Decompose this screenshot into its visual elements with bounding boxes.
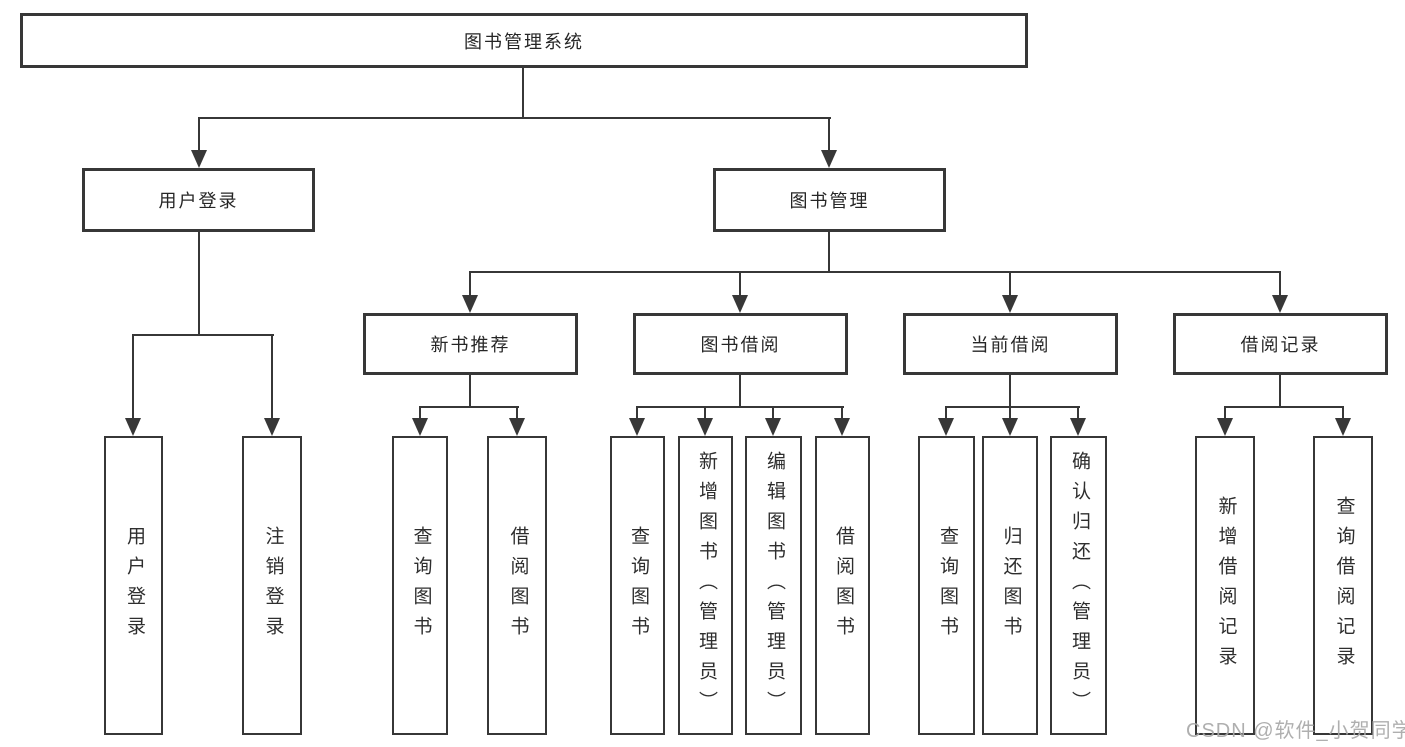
diagram-leaf-borrow-books: 借阅图书: [487, 436, 547, 735]
arrow-to-query-books-1: [412, 407, 428, 436]
diagram-leaf-query-borrow-record: 查询借阅记录: [1313, 436, 1373, 735]
connector-current-borrow-stem: [1009, 375, 1011, 408]
node-label: 归还图书: [1000, 525, 1022, 646]
arrow-to-user-login-leaf: [125, 335, 141, 436]
arrow-to-book-management: [821, 118, 837, 168]
node-label: 查询图书: [410, 525, 432, 646]
arrow-to-current-borrow: [1002, 272, 1018, 313]
connector-root-branch: [198, 117, 831, 119]
connector-borrow-records-branch: [1224, 406, 1344, 408]
arrow-to-add-borrow-record: [1217, 407, 1233, 436]
diagram-node-new-book-recommend: 新书推荐: [363, 313, 578, 375]
node-label: 编辑图书（管理员）: [763, 450, 785, 721]
node-label: 新书推荐: [430, 335, 511, 355]
node-label: 图书借阅: [700, 335, 781, 355]
diagram-leaf-query-books: 查询图书: [392, 436, 448, 735]
diagram-leaf-query-books-3: 查询图书: [918, 436, 975, 735]
diagram-node-borrow-records: 借阅记录: [1173, 313, 1388, 375]
diagram-leaf-user-login: 用户登录: [104, 436, 163, 735]
node-label: 用户登录: [123, 525, 145, 646]
arrow-to-new-book-recommend: [462, 272, 478, 313]
arrow-to-edit-books: [765, 407, 781, 436]
diagram-node-book-borrow: 图书借阅: [633, 313, 848, 375]
connector-new-book-branch: [419, 406, 519, 408]
connector-book-borrow-branch: [636, 406, 844, 408]
connector-current-borrow-branch: [945, 406, 1080, 408]
node-label: 新增借阅记录: [1215, 495, 1237, 676]
arrow-to-user-login: [191, 118, 207, 168]
node-label: 查询图书: [936, 525, 958, 646]
arrow-to-borrow-records: [1272, 272, 1288, 313]
node-label: 借阅图书: [507, 525, 529, 646]
connector-book-management-stem: [828, 232, 830, 272]
node-label: 查询图书: [627, 525, 649, 646]
diagram-leaf-logout: 注销登录: [242, 436, 302, 735]
node-label: 查询借阅记录: [1333, 495, 1355, 676]
diagram-node-root: 图书管理系统: [20, 13, 1028, 68]
connector-book-borrow-stem: [739, 375, 741, 408]
arrow-to-borrow-books-1: [509, 407, 525, 436]
node-label: 借阅记录: [1240, 335, 1321, 355]
diagram-node-user-login: 用户登录: [82, 168, 315, 232]
diagram-leaf-query-books-2: 查询图书: [610, 436, 665, 735]
diagram-leaf-borrow-books-2: 借阅图书: [815, 436, 870, 735]
diagram-leaf-add-books-admin: 新增图书（管理员）: [678, 436, 733, 735]
diagram-node-current-borrow: 当前借阅: [903, 313, 1118, 375]
arrow-to-return-books: [1002, 407, 1018, 436]
arrow-to-confirm-return: [1070, 407, 1086, 436]
diagram-leaf-return-books: 归还图书: [982, 436, 1038, 735]
connector-user-login-stem: [198, 232, 200, 335]
arrow-to-book-borrow: [732, 272, 748, 313]
diagram-node-book-management: 图书管理: [713, 168, 946, 232]
node-label: 注销登录: [262, 525, 284, 646]
node-label: 用户登录: [158, 191, 239, 211]
arrow-to-add-books: [697, 407, 713, 436]
arrow-to-logout-leaf: [264, 335, 280, 436]
csdn-watermark: CSDN @软件_小贺同学: [1186, 720, 1405, 742]
connector-borrow-records-stem: [1279, 375, 1281, 408]
arrow-to-borrow-books-2: [834, 407, 850, 436]
connector-new-book-stem: [469, 375, 471, 408]
connector-root-trunk: [522, 68, 524, 118]
connector-book-management-branch: [469, 271, 1281, 273]
node-label: 确认归还（管理员）: [1068, 450, 1090, 721]
arrow-to-query-borrow-record: [1335, 407, 1351, 436]
arrow-to-query-books-3: [938, 407, 954, 436]
node-label: 新增图书（管理员）: [695, 450, 717, 721]
diagram-leaf-edit-books-admin: 编辑图书（管理员）: [745, 436, 802, 735]
node-label: 借阅图书: [832, 525, 854, 646]
node-label: 当前借阅: [970, 335, 1051, 355]
diagram-leaf-confirm-return-admin: 确认归还（管理员）: [1050, 436, 1107, 735]
node-label: 图书管理: [789, 191, 870, 211]
connector-user-login-branch: [132, 334, 274, 336]
node-label: 图书管理系统: [464, 31, 584, 52]
arrow-to-query-books-2: [629, 407, 645, 436]
diagram-leaf-add-borrow-record: 新增借阅记录: [1195, 436, 1255, 735]
